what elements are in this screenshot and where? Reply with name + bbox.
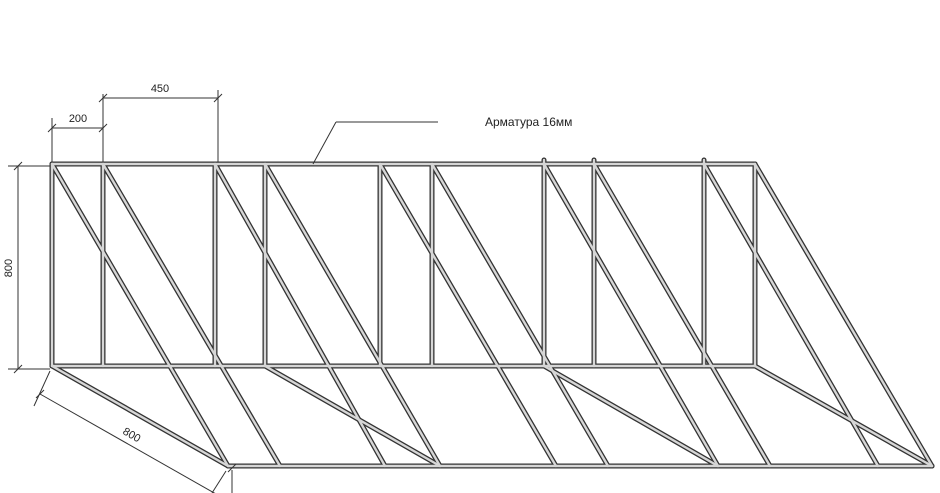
rebar-highlights (50, 158, 934, 468)
dimension-line (39, 393, 216, 493)
dimension-tick (35, 389, 45, 399)
dimension-spacing-small: 200 (47, 94, 108, 162)
dimension-spacing-large: 450 (98, 83, 223, 162)
rebar-outlines (49, 157, 935, 469)
diagonal-bar-fill (263, 162, 442, 468)
dimension-label-450: 450 (151, 83, 169, 95)
dimension-tick (13, 161, 23, 171)
dimension-label-depth: 800 (121, 426, 143, 446)
extension-line (211, 470, 227, 493)
left-end-base-fill (50, 364, 230, 468)
diagonal-bar-fill (101, 162, 282, 468)
dimension-tick (13, 364, 23, 374)
dimension-label-200: 200 (69, 113, 87, 125)
dimension-tick (227, 463, 237, 473)
left-end-diagonal-fill (50, 162, 230, 468)
rebar-callout: Арматура 16мм (312, 115, 572, 165)
dimension-height: 800 (3, 161, 50, 374)
base-strut-fill (263, 364, 442, 468)
diagonal-bar-fill (378, 162, 558, 468)
dimension-tick (98, 93, 108, 103)
callout-leader-diagonal (312, 121, 337, 165)
dimension-tick (47, 123, 57, 133)
callout-label: Арматура 16мм (485, 115, 572, 129)
base-strut-fill (542, 364, 720, 468)
right-end-base-fill (753, 364, 934, 468)
diagonal-bar-fill (592, 162, 772, 468)
diagonal-bar-fill (702, 162, 880, 468)
dimension-label-height: 800 (3, 259, 15, 277)
diagonal-bar-fill (542, 162, 720, 468)
diagonal-bar-fill (430, 162, 610, 468)
dimension-tick (98, 123, 108, 133)
diagonal-bar-fill (213, 162, 387, 468)
rebar-structure (49, 157, 935, 469)
right-end-diagonal-fill (753, 162, 934, 468)
extension-line (33, 370, 51, 407)
dimension-tick (213, 93, 223, 103)
